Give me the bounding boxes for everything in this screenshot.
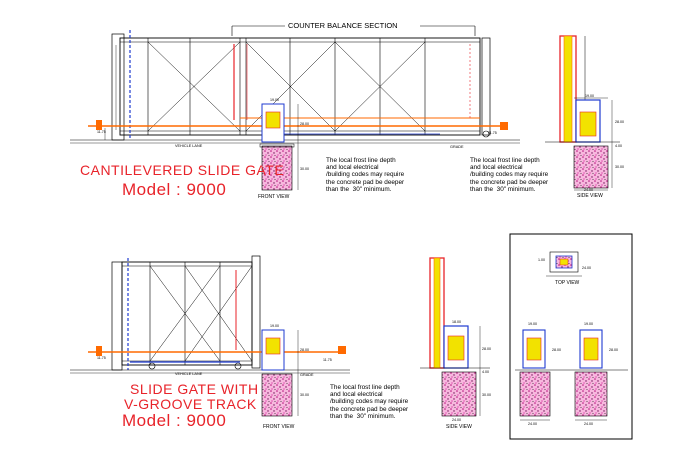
inset-dim-f: 28.00 xyxy=(609,348,618,352)
top-dim-1: 11.75 xyxy=(97,130,106,134)
bottom-grade: GRADE xyxy=(300,373,314,377)
top-dim-4: 28.00 xyxy=(615,120,624,124)
inset-dim-c: 19.00 xyxy=(528,322,537,326)
top-front-elevation xyxy=(70,25,520,191)
bottom-dim-5: 4.00 xyxy=(482,370,489,374)
bottom-dim-8: 24.00 xyxy=(452,418,461,422)
bottom-dim-1: 11.75 xyxy=(97,356,106,360)
top-side-view xyxy=(545,35,620,191)
inset-dim-h: 24.00 xyxy=(584,422,593,426)
inset-dim-d: 19.00 xyxy=(584,322,593,326)
bottom-dim-6: 30.00 xyxy=(300,393,309,397)
counter-balance-section-label: COUNTER BALANCE SECTION xyxy=(288,21,398,30)
bottom-dim-3: 28.00 xyxy=(300,348,309,352)
top-dim-5: 4.00 xyxy=(615,144,622,148)
bottom-title-line2: V-GROOVE TRACK xyxy=(124,396,257,412)
inset-dim-e: 28.00 xyxy=(552,348,561,352)
top-grade: GRADE xyxy=(450,145,464,149)
bottom-title-line1: SLIDE GATE WITH xyxy=(130,381,259,397)
bottom-front-elevation xyxy=(70,255,350,417)
top-dim-3: 28.00 xyxy=(300,122,309,126)
top-side-view-label: SIDE VIEW xyxy=(577,193,603,199)
bottom-frost-note: The local frost line depth and local ele… xyxy=(330,384,409,420)
top-title: CANTILEVERED SLIDE GATE xyxy=(80,162,285,178)
inset-top-view-label: TOP VIEW xyxy=(555,280,580,286)
inset-dim-a: 1.00 xyxy=(538,258,545,262)
bottom-model: Model : 9000 xyxy=(122,411,227,430)
bottom-front-view-label: FRONT VIEW xyxy=(263,424,295,430)
top-dim-10: 19.00 xyxy=(585,94,594,98)
bottom-dim-7: 30.00 xyxy=(482,393,491,397)
top-dim-8: 24.00 xyxy=(584,188,593,192)
top-dim-2: 11.75 xyxy=(488,131,497,135)
bottom-dim-9: 19.00 xyxy=(270,324,279,328)
bottom-dim-2: 11.75 xyxy=(323,358,332,362)
top-vehicle-lane: VEHICLE LANE xyxy=(175,144,203,148)
top-dim-6: 30.00 xyxy=(300,167,309,171)
bottom-side-view-label: SIDE VIEW xyxy=(446,424,472,430)
bottom-vehicle-lane: VEHICLE LANE xyxy=(175,372,203,376)
top-dim-7: 30.00 xyxy=(615,165,624,169)
inset-panel xyxy=(509,233,633,440)
inset-dim-g: 24.00 xyxy=(528,422,537,426)
top-frost-note-1: The local frost line depth and local ele… xyxy=(326,157,405,193)
bottom-dim-10: 18.00 xyxy=(452,320,461,324)
top-frost-note-2: The local frost line depth and local ele… xyxy=(470,157,549,193)
bottom-dim-4: 28.00 xyxy=(482,347,491,351)
inset-dim-b: 24.00 xyxy=(582,266,591,270)
top-front-view-label: FRONT VIEW xyxy=(258,194,290,200)
top-model: Model : 9000 xyxy=(122,180,227,199)
top-dim-9: 19.00 xyxy=(270,98,279,102)
bottom-side-view xyxy=(420,257,490,417)
